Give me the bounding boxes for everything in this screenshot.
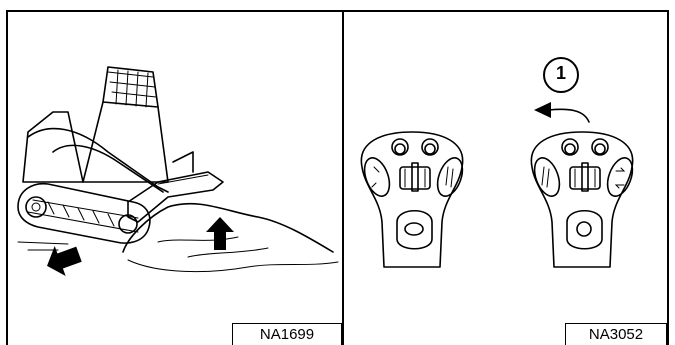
travel-arrow-icon [42,239,85,281]
figure-label-right: NA3052 [565,323,667,345]
lift-arrow-icon [206,217,234,250]
joystick-handle-illustration [344,12,667,345]
figure-panel-left: NA1699 [6,10,344,345]
figure-panel-right: 1 NA3052 [344,10,669,345]
skid-steer-loader-illustration [8,12,342,345]
rotate-arrow-icon [549,109,589,122]
callout-number: 1 [553,63,569,84]
figure-label-left: NA1699 [232,323,342,345]
